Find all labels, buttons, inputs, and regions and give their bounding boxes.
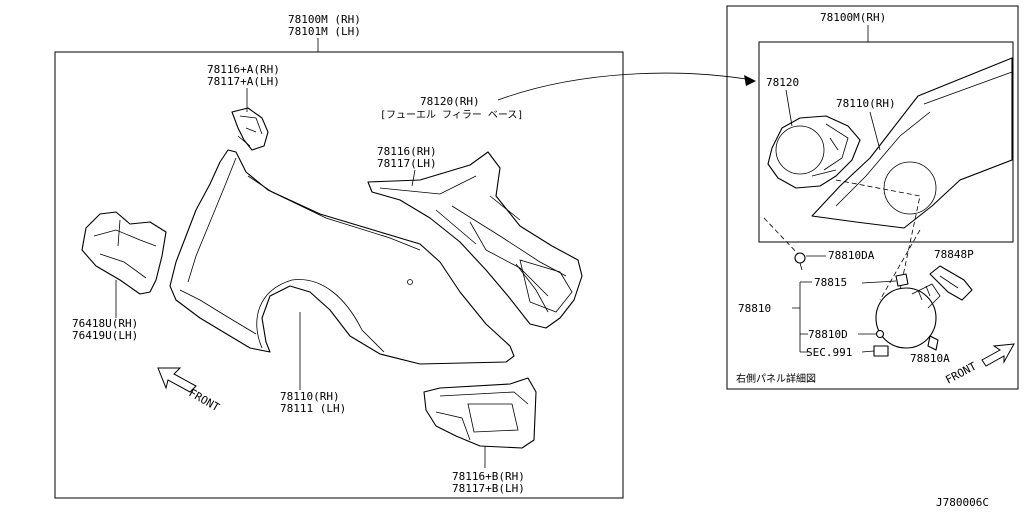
front-direction-arrow	[157, 367, 197, 393]
detail-inner-frame	[758, 41, 1014, 243]
side-trim-panel	[81, 211, 167, 295]
wheelhouse-upper-bracket	[231, 107, 269, 151]
hinge-label: 78810A	[910, 352, 950, 365]
section-symbol	[873, 345, 889, 357]
fuel-filler-base-detail	[767, 115, 861, 189]
screw-da	[794, 252, 806, 271]
title-rh-label: 78100M (RH)	[288, 13, 361, 26]
projection-lines	[763, 179, 921, 301]
fuel-filler-base-desc: [フューエル フィラー ベース]	[380, 109, 523, 121]
detail-caption: 右側パネル詳細図	[736, 372, 816, 385]
spring-label: 78815	[814, 276, 847, 289]
wheelhouse-upper-lh-label: 78117+A(LH)	[207, 75, 280, 88]
detail-panel-frame	[726, 5, 1019, 390]
lid-assembly-bracket	[792, 281, 812, 353]
inner-quarter-panel	[367, 151, 583, 329]
fuel-lid-assembly	[875, 283, 941, 349]
detail-front-arrow	[981, 343, 1015, 367]
lid-hinge	[927, 335, 939, 351]
lower-extension-bracket	[423, 377, 537, 449]
rear-fender-rh-label: 78110(RH)	[280, 390, 340, 403]
lower-ext-rh-label: 78116+B(RH)	[452, 470, 525, 483]
title-lh-label: 78101M (LH)	[288, 25, 361, 38]
section-leader	[861, 350, 875, 353]
wheelhouse-upper-rh-label: 78116+A(RH)	[207, 63, 280, 76]
front-direction-label: FRONT	[187, 386, 223, 414]
lower-ext-lh-label: 78117+B(LH)	[452, 482, 525, 495]
screw-da-label: 78810DA	[828, 249, 875, 262]
opener-rod	[929, 265, 973, 301]
rear-fender-outer	[169, 149, 515, 365]
detail-filler-base-leader	[785, 89, 793, 127]
detail-fender-leader	[869, 111, 881, 151]
fender-detail	[811, 57, 1013, 229]
inner-leader	[411, 169, 416, 187]
inner-rh-label: 78116(RH)	[377, 145, 437, 158]
inner-lh-label: 78117(LH)	[377, 157, 437, 170]
diagram-id: J780006C	[936, 496, 989, 509]
rod-label: 78848P	[934, 248, 974, 261]
detail-filler-base-label: 78120	[766, 76, 799, 89]
screw-d-label: 78810D	[808, 328, 848, 341]
detail-fender-label: 78110(RH)	[836, 97, 896, 110]
rear-fender-lh-label: 78111 (LH)	[280, 402, 346, 415]
section-label: SEC.991	[806, 346, 852, 359]
detail-reference-arrow	[497, 72, 753, 101]
fuel-filler-base-label: 78120(RH)	[420, 95, 480, 108]
detail-title-label: 78100M(RH)	[820, 11, 886, 24]
detail-arrow-head	[744, 75, 756, 86]
side-panel-lh-label: 76419U(LH)	[72, 329, 138, 342]
spring-detail	[895, 273, 909, 287]
lid-assembly-label: 78810	[738, 302, 771, 315]
main-panel-frame	[54, 51, 624, 499]
side-panel-rh-label: 76418U(RH)	[72, 317, 138, 330]
spring-leader	[861, 280, 897, 284]
